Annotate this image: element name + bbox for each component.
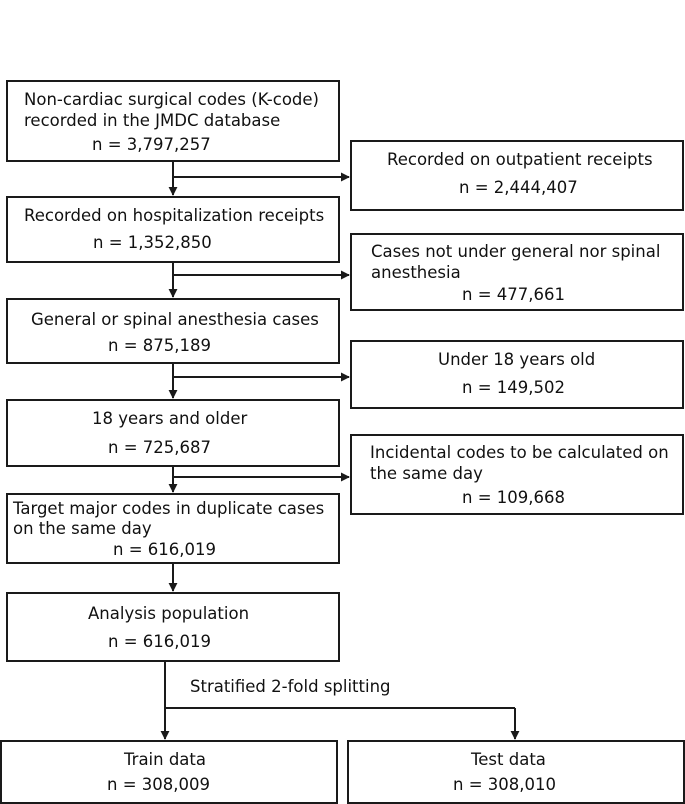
kcode-count: n = 3,797,257: [92, 135, 211, 154]
hospitalization-box: [6, 196, 340, 263]
age18-count: n = 725,687: [108, 438, 212, 457]
outpatient-count: n = 2,444,407: [459, 178, 578, 197]
anesthesia-line1: General or spinal anesthesia cases: [31, 310, 319, 329]
anesthesia-box: [6, 298, 340, 364]
train-count: n = 308,009: [107, 775, 211, 794]
under18-box: [350, 340, 684, 409]
under18-count: n = 149,502: [462, 378, 566, 397]
incidental-line2: the same day: [370, 464, 483, 483]
kcode-box: [6, 80, 340, 162]
train-line1: Train data: [124, 750, 207, 769]
not-anesthesia-box: [350, 233, 684, 311]
hospitalization-line1: Recorded on hospitalization receipts: [24, 206, 325, 225]
age18-line1: 18 years and older: [92, 409, 248, 428]
target-major-count: n = 616,019: [113, 540, 217, 559]
split-label: Stratified 2-fold splitting: [190, 677, 391, 696]
target-major-line1: Target major codes in duplicate cases: [13, 499, 325, 518]
under18-line1: Under 18 years old: [438, 350, 596, 369]
outpatient-line1: Recorded on outpatient receipts: [387, 150, 653, 169]
anesthesia-count: n = 875,189: [108, 336, 212, 355]
analysis-count: n = 616,019: [108, 632, 212, 651]
kcode-line1: Non-cardiac surgical codes (K-code): [24, 90, 319, 109]
target-major-box: [6, 493, 340, 564]
test-box: [347, 740, 685, 804]
outpatient-box: [350, 140, 684, 211]
not-anesthesia-line1: Cases not under general nor spinal: [371, 242, 661, 261]
test-line1: Test data: [471, 750, 546, 769]
target-major-line2: on the same day: [13, 519, 152, 538]
incidental-line1: Incidental codes to be calculated on: [370, 443, 669, 462]
not-anesthesia-count: n = 477,661: [462, 285, 566, 304]
incidental-count: n = 109,668: [462, 488, 566, 507]
analysis-box: [6, 592, 340, 662]
test-count: n = 308,010: [453, 775, 557, 794]
kcode-line2: recorded in the JMDC database: [24, 111, 281, 130]
analysis-line1: Analysis population: [88, 604, 250, 623]
not-anesthesia-line2: anesthesia: [371, 263, 461, 282]
incidental-box: [350, 434, 684, 515]
age18-box: [6, 399, 340, 467]
hospitalization-count: n = 1,352,850: [93, 233, 212, 252]
